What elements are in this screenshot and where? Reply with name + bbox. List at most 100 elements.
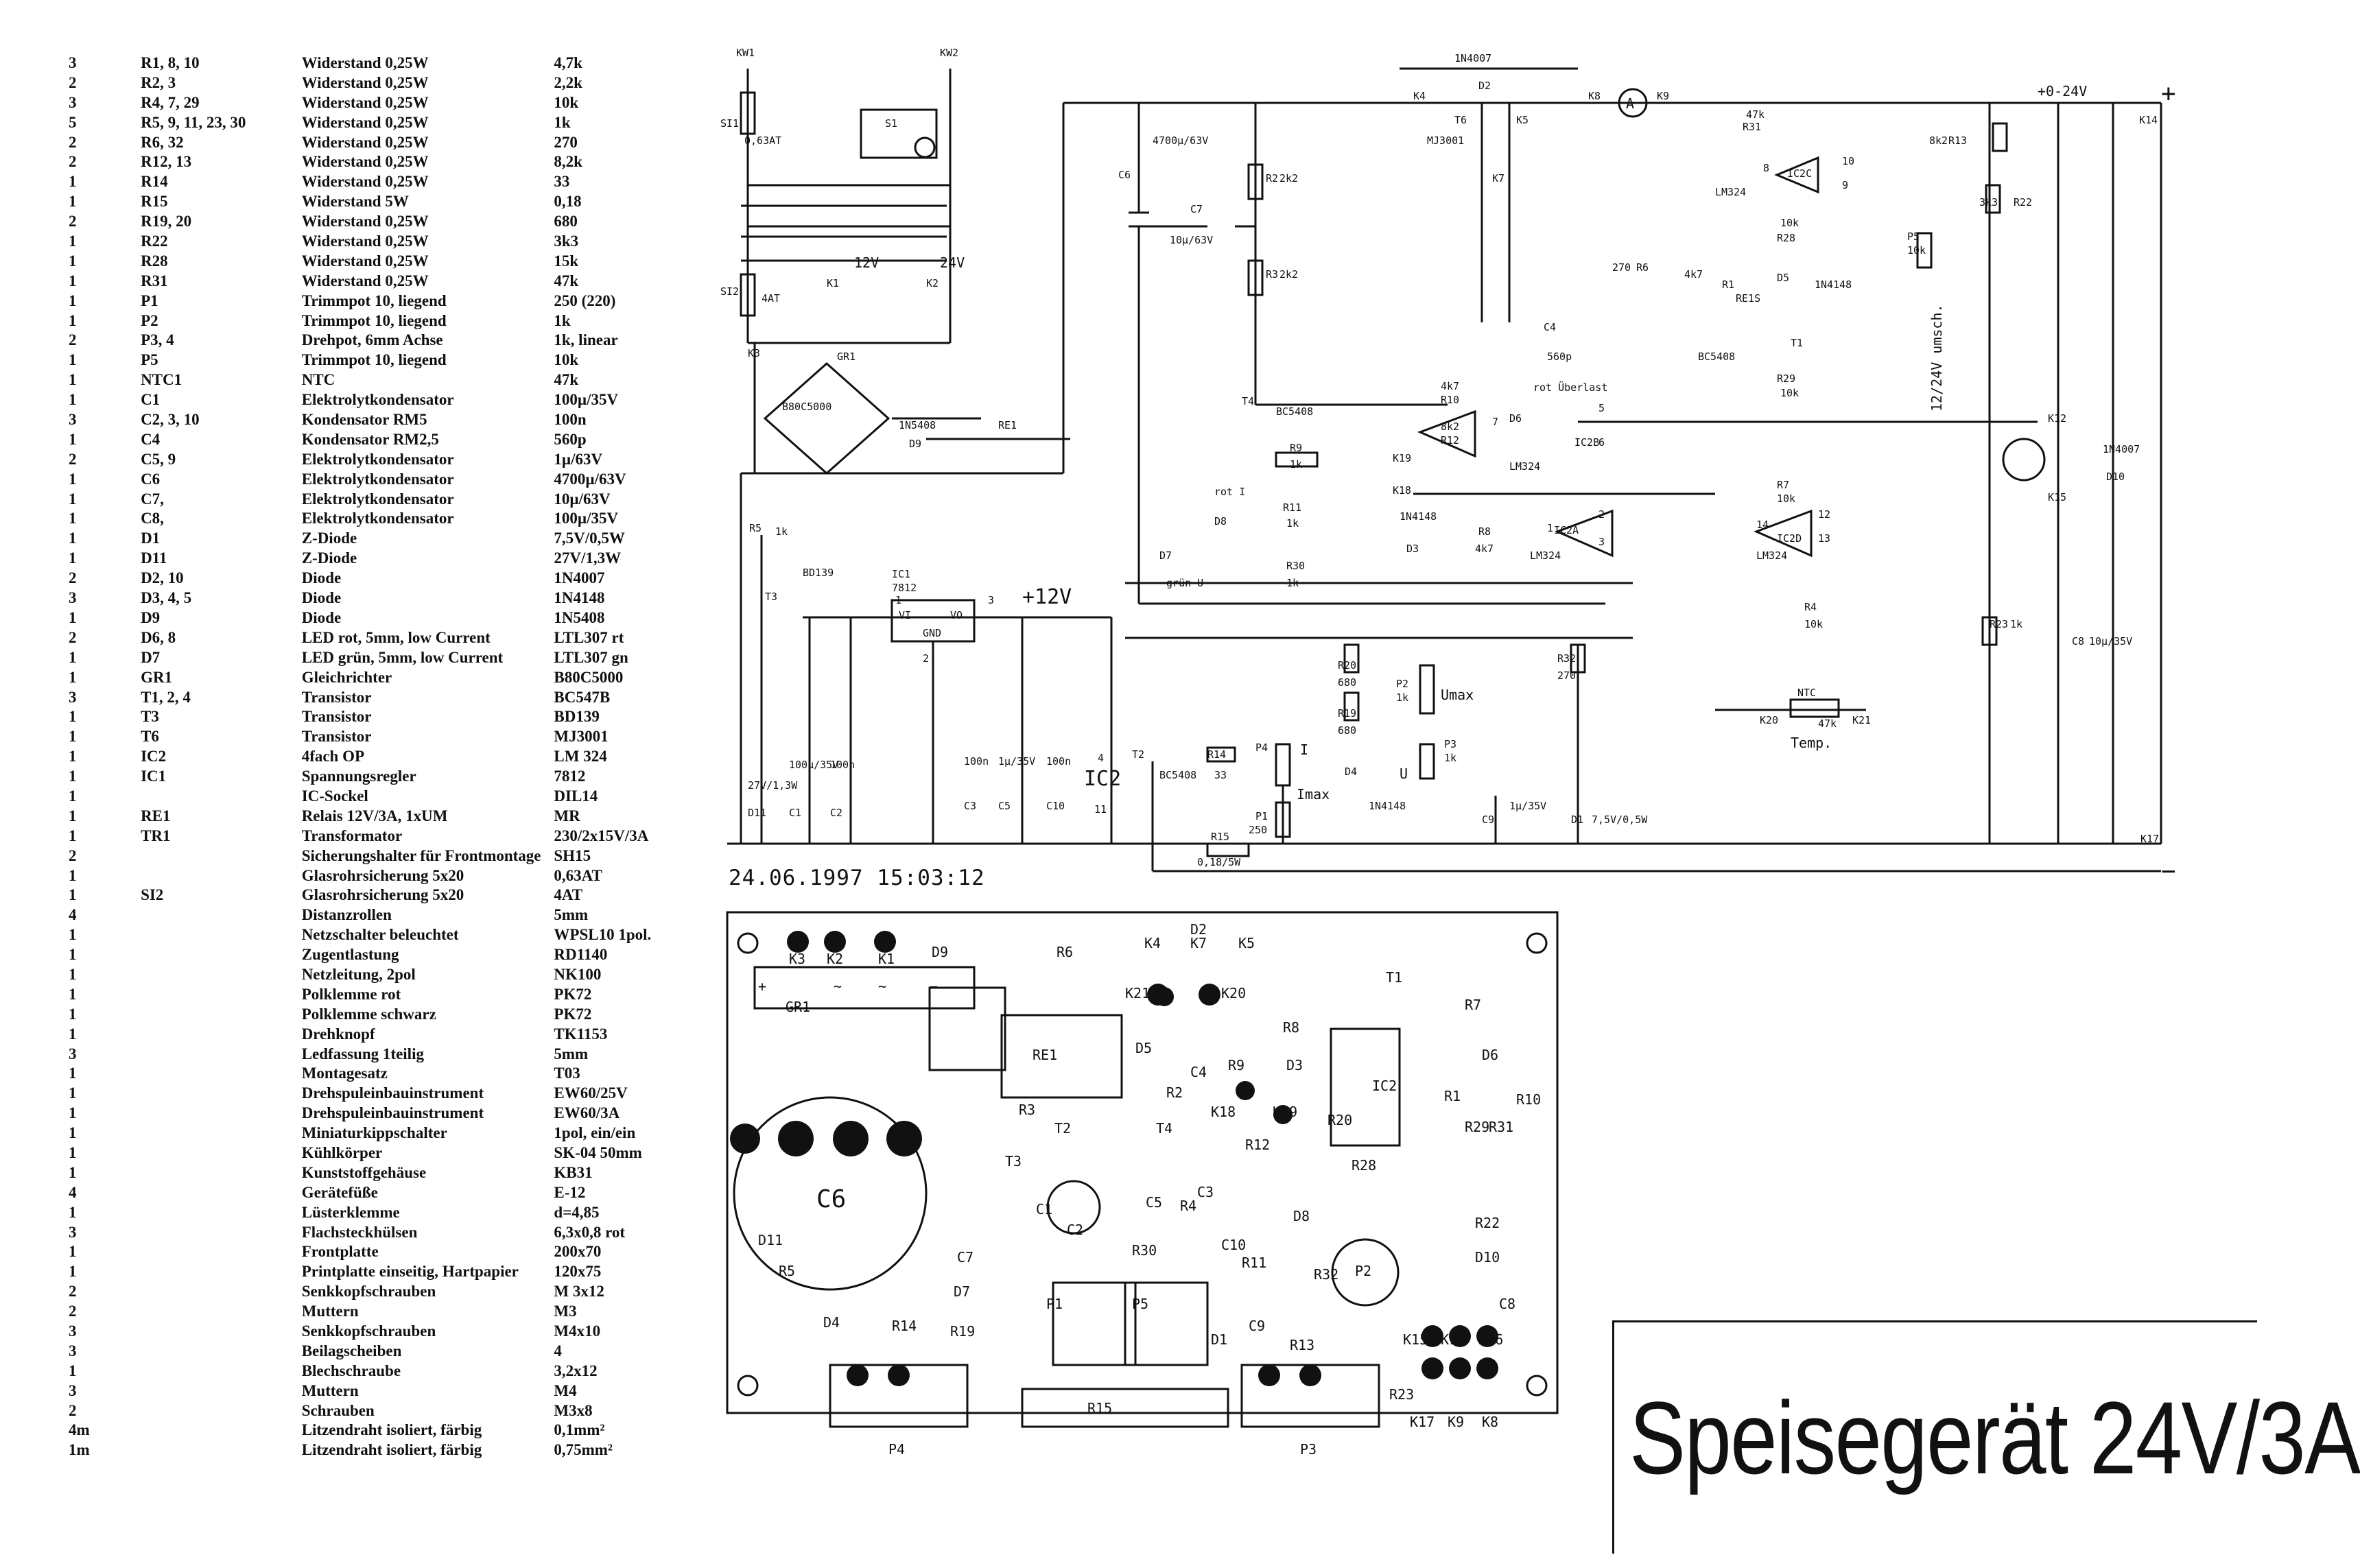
pcb-label-r20: R20 xyxy=(1328,1112,1352,1128)
part-desc: Lüsterklemme xyxy=(301,1203,400,1221)
label-d4: D4 xyxy=(1345,765,1357,778)
part-qty: 1m xyxy=(69,1441,90,1459)
part-value: SK-04 50mm xyxy=(554,1143,642,1161)
part-ref: C1 xyxy=(141,391,161,409)
part-value: 250 (220) xyxy=(554,292,616,309)
pcb-label-r32: R32 xyxy=(1314,1266,1338,1283)
part-desc: Muttern xyxy=(301,1381,359,1399)
pcb-label-p2: P2 xyxy=(1355,1263,1371,1279)
pcb-label-k3: K3 xyxy=(789,951,805,967)
part-value: M3x8 xyxy=(554,1401,593,1419)
part-ref: D7 xyxy=(141,648,161,666)
part-qty: 3 xyxy=(69,93,77,111)
label-r2: R2 xyxy=(1266,172,1278,185)
part-value: LM 324 xyxy=(554,748,607,765)
label-ic1v: 7812 xyxy=(892,582,917,594)
label-pin3b: 3 xyxy=(988,594,994,606)
part-qty: 2 xyxy=(69,1303,77,1320)
pcb-label-p4: P4 xyxy=(888,1441,905,1458)
label-r1v: 4k7 xyxy=(1684,268,1703,281)
part-desc: Z-Diode xyxy=(301,549,357,567)
part-qty: 1 xyxy=(69,708,77,726)
pcb-label-re1: RE1 xyxy=(1032,1047,1057,1063)
part-value: 5mm xyxy=(554,1045,589,1062)
pcb-label-d5: D5 xyxy=(1135,1040,1152,1056)
part-value: 270 xyxy=(554,133,578,151)
label-r20v: 680 xyxy=(1338,676,1356,689)
part-ref: T6 xyxy=(141,728,159,746)
part-ref: C8, xyxy=(141,510,164,527)
part-ref: RE1 xyxy=(141,807,171,824)
label-r3v: 2k2 xyxy=(1279,268,1298,281)
label-r22v: 3k3 xyxy=(1979,196,1998,209)
pcb-label-tilde2: ~ xyxy=(878,978,886,995)
part-desc: Netzleitung, 2pol xyxy=(301,965,416,983)
label-p5v: 10k xyxy=(1907,244,1926,257)
pcb-label-k21: K21 xyxy=(1125,985,1150,1001)
part-qty: 2 xyxy=(69,628,77,646)
part-desc: Widerstand 0,25W xyxy=(301,272,429,289)
label-pin9: 9 xyxy=(1842,179,1848,191)
part-qty: 3 xyxy=(69,411,77,429)
label-r30: R30 xyxy=(1286,560,1305,572)
part-qty: 1 xyxy=(69,1163,77,1181)
part-qty: 1 xyxy=(69,292,77,309)
label-r8: R8 xyxy=(1478,525,1491,538)
part-desc: LED grün, 5mm, low Current xyxy=(301,648,504,666)
part-qty: 1 xyxy=(69,193,77,211)
part-qty: 2 xyxy=(69,450,77,468)
part-desc: 4fach OP xyxy=(301,748,365,765)
part-qty: 1 xyxy=(69,728,77,746)
part-qty: 1 xyxy=(69,1025,77,1043)
label-r12: R12 xyxy=(1441,434,1459,447)
part-value: 47k xyxy=(554,272,579,289)
part-desc: Elektrolytkondensator xyxy=(301,490,454,508)
part-value: 1N4007 xyxy=(554,569,605,587)
part-ref: P5 xyxy=(141,351,158,369)
part-value: 27V/1,3W xyxy=(554,549,622,567)
part-desc: Widerstand 0,25W xyxy=(301,252,429,270)
part-ref: IC1 xyxy=(141,768,167,785)
part-desc: Widerstand 0,25W xyxy=(301,153,429,171)
part-value: M3 xyxy=(554,1303,577,1320)
part-desc: Netzschalter beleuchtet xyxy=(301,926,459,944)
part-qty: 2 xyxy=(69,1401,77,1419)
part-ref: NTC1 xyxy=(141,371,182,389)
part-value: 200x70 xyxy=(554,1243,602,1261)
part-ref: R4, 7, 29 xyxy=(141,93,200,111)
label-r13v: 8k2 xyxy=(1929,134,1948,147)
pcb-label-d10: D10 xyxy=(1475,1249,1500,1266)
pcb-c6-outline xyxy=(733,1096,928,1291)
pcb-label-p5: P5 xyxy=(1132,1296,1148,1312)
pcb-label-r1: R1 xyxy=(1444,1088,1461,1104)
part-value: SH15 xyxy=(554,846,591,864)
part-qty: 2 xyxy=(69,73,77,91)
label-t4v: BC5408 xyxy=(1276,405,1313,418)
label-ntcv: 47k xyxy=(1818,717,1837,730)
part-desc: Kondensator RM5 xyxy=(301,411,427,429)
pcb-label-k17: K17 xyxy=(1410,1414,1435,1430)
label-t2: T2 xyxy=(1132,748,1144,761)
label-r22: R22 xyxy=(2014,196,2032,209)
pcb-label-d11: D11 xyxy=(758,1232,783,1248)
part-desc: Widerstand 0,25W xyxy=(301,233,429,250)
part-value: 3,2x12 xyxy=(554,1362,598,1379)
pcb-label-gr1: GR1 xyxy=(786,999,810,1015)
part-value: 10k xyxy=(554,351,579,369)
part-desc: Zugentlastung xyxy=(301,946,399,964)
pcb-label-k18: K18 xyxy=(1211,1104,1236,1120)
part-qty: 1 xyxy=(69,965,77,983)
